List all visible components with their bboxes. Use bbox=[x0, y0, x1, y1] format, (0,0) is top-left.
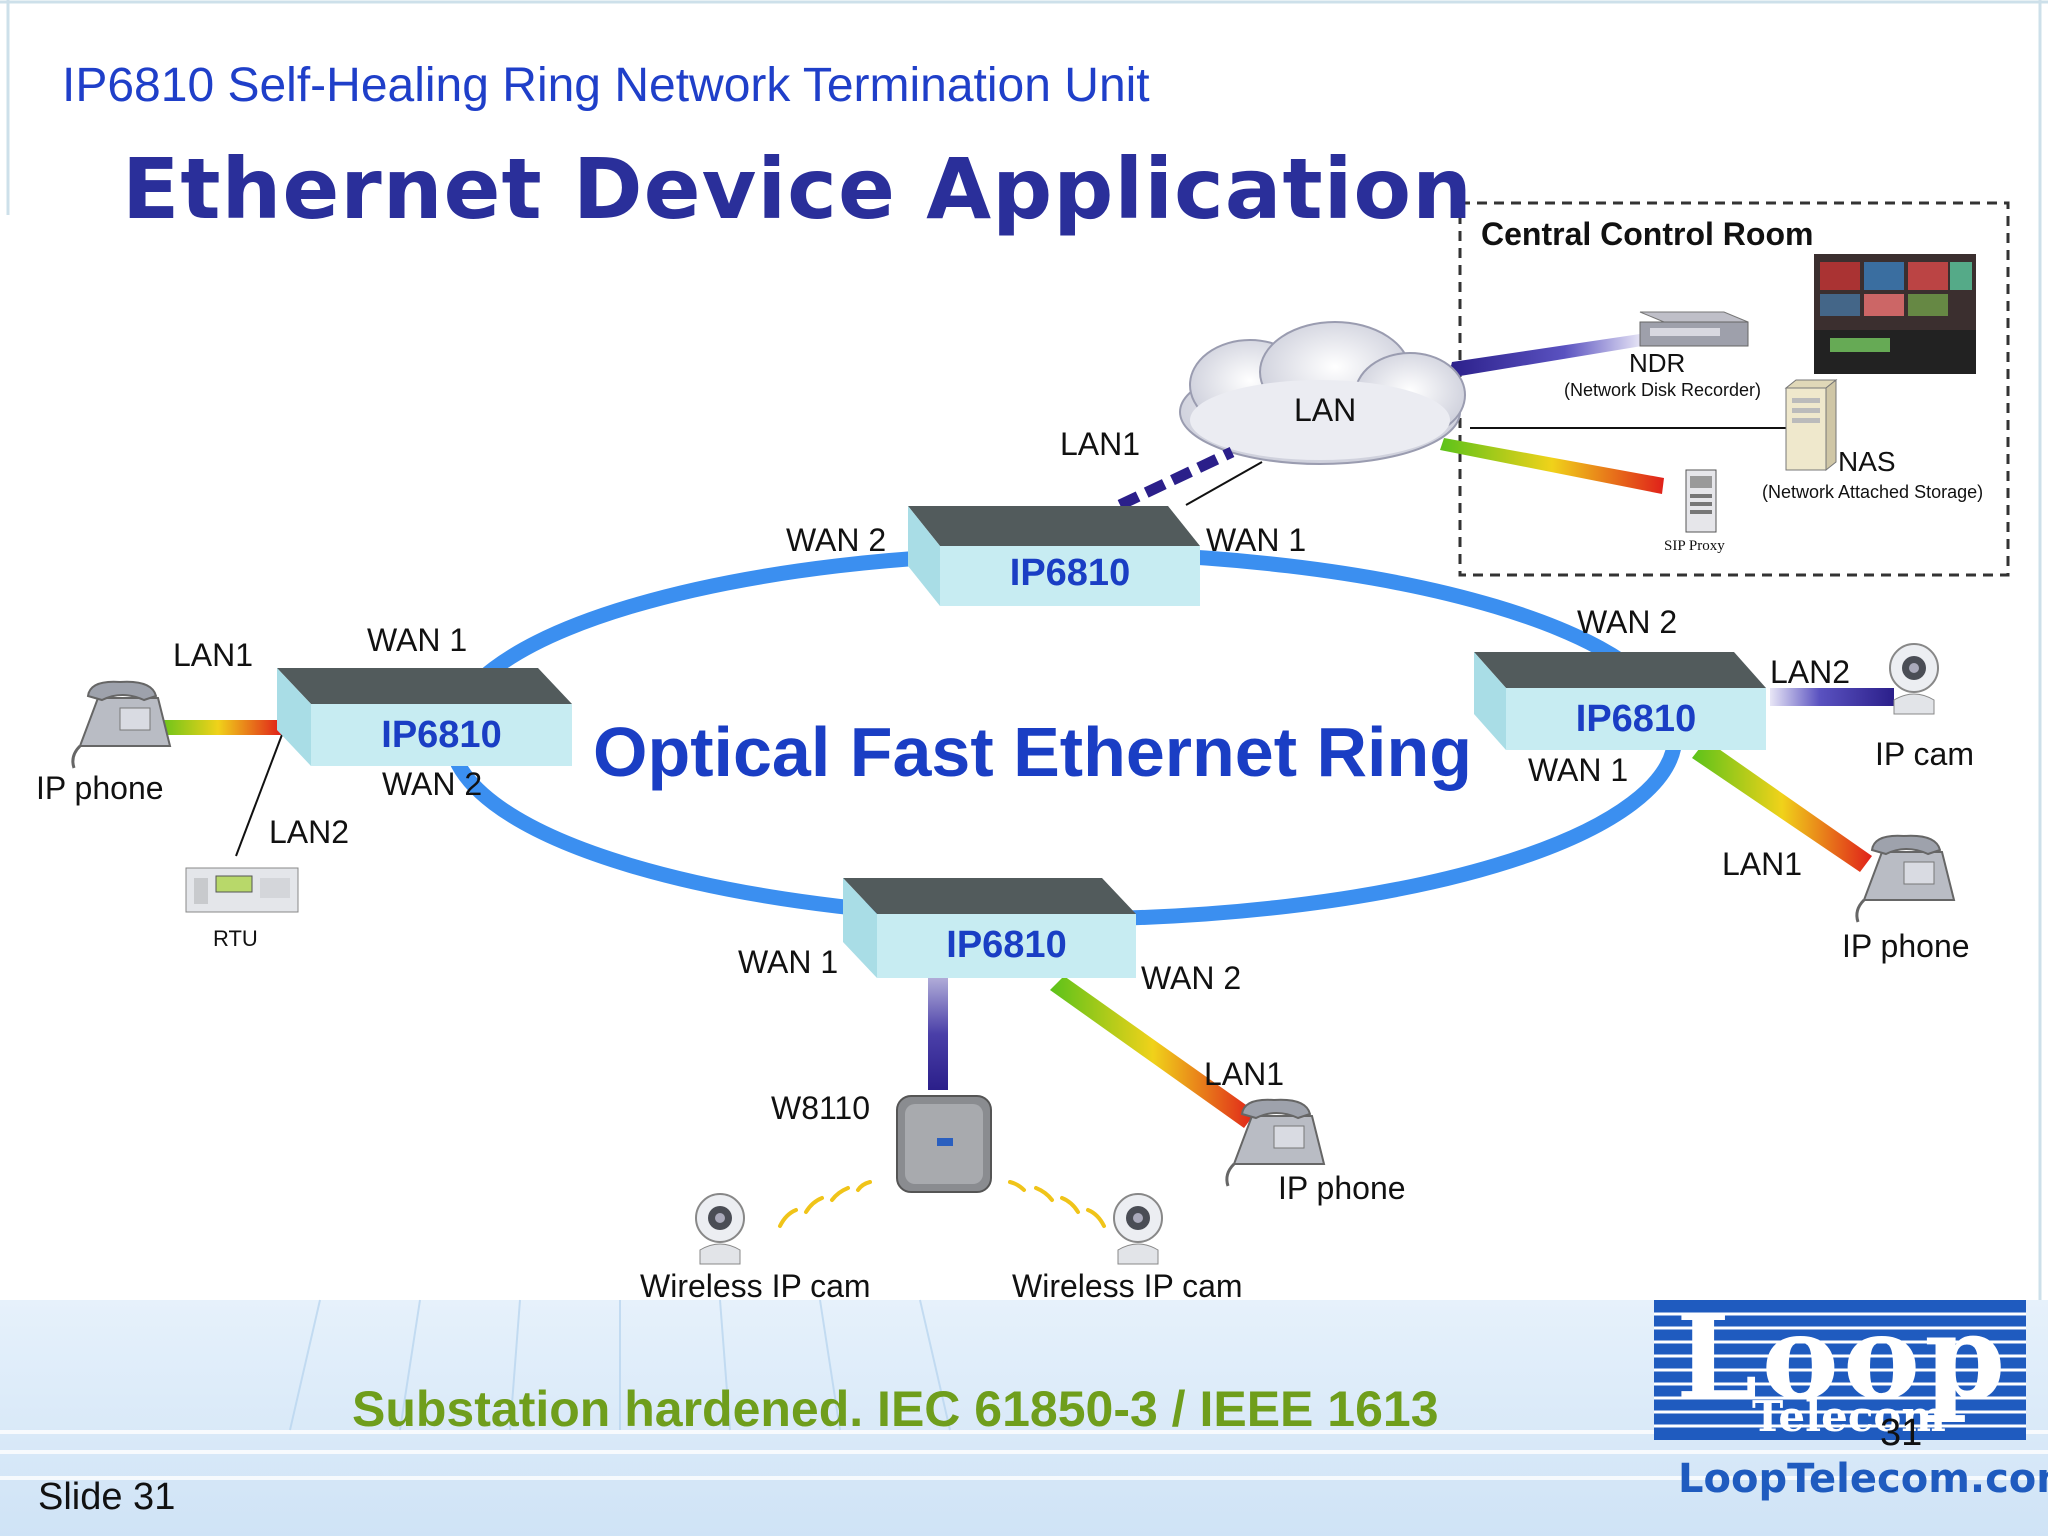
right-device-name: IP6810 bbox=[1575, 698, 1697, 740]
right-ip-cam-label: IP cam bbox=[1875, 736, 1974, 772]
cloud-link-thin bbox=[1185, 461, 1263, 506]
ring-label: Optical Fast Ethernet Ring bbox=[593, 713, 1472, 791]
nas-label: NAS bbox=[1838, 446, 1896, 477]
left-lan2-link bbox=[235, 731, 284, 857]
sip-proxy-icon bbox=[1685, 469, 1717, 533]
slide-number: Slide 31 bbox=[38, 1476, 176, 1518]
right-wan-bottom-label: WAN 1 bbox=[1528, 752, 1629, 788]
top-wan-right-label: WAN 1 bbox=[1206, 522, 1307, 558]
logo-url[interactable]: LoopTelecom.com bbox=[1678, 1456, 2048, 1502]
page-number: 31 bbox=[1880, 1412, 1923, 1454]
right-ip-phone-label: IP phone bbox=[1842, 928, 1970, 964]
rtu-icon bbox=[185, 867, 299, 913]
rtu-label: RTU bbox=[213, 926, 258, 951]
ip-cam-icon bbox=[1889, 643, 1939, 715]
top-lan1-link bbox=[1117, 447, 1235, 510]
left-lan1-label: LAN1 bbox=[173, 637, 254, 673]
lan-cloud-icon bbox=[1179, 321, 1466, 465]
top-device-name: IP6810 bbox=[1009, 552, 1131, 594]
wireless-signal-icon bbox=[778, 1180, 1106, 1228]
left-ip-phone-label: IP phone bbox=[36, 770, 164, 806]
control-room-title: Central Control Room bbox=[1481, 216, 1814, 252]
right-lan1-link bbox=[1692, 740, 1872, 872]
ndr-link bbox=[1448, 334, 1642, 378]
left-lan2-label: LAN2 bbox=[269, 814, 350, 850]
right-wan-top-label: WAN 2 bbox=[1577, 604, 1678, 640]
left-wan-top-label: WAN 1 bbox=[367, 622, 468, 658]
substation-hardened-text: Substation hardened. IEC 61850-3 / IEEE … bbox=[352, 1381, 1439, 1437]
bottom-wan-left-label: WAN 1 bbox=[738, 944, 839, 980]
bottom-ap-link bbox=[928, 978, 948, 1090]
right-lan1-label: LAN1 bbox=[1722, 846, 1803, 882]
sip-proxy-label: SIP Proxy bbox=[1664, 538, 1725, 554]
access-point-icon bbox=[896, 1095, 992, 1193]
wireless-cam-1-label: Wireless IP cam bbox=[640, 1268, 871, 1304]
bottom-lan1-label: LAN1 bbox=[1204, 1056, 1285, 1092]
control-room-photo bbox=[1814, 254, 1976, 374]
nas-description: (Network Attached Storage) bbox=[1762, 482, 1984, 502]
left-lan1-link bbox=[155, 720, 281, 735]
right-lan2-label: LAN2 bbox=[1770, 654, 1851, 690]
logo-main-text: Loop bbox=[1676, 1290, 2010, 1426]
bottom-wan-right-label: WAN 2 bbox=[1141, 960, 1242, 996]
wireless-cam-2-label: Wireless IP cam bbox=[1012, 1268, 1243, 1304]
bottom-ip-phone-label: IP phone bbox=[1278, 1170, 1406, 1206]
ndr-description: (Network Disk Recorder) bbox=[1564, 380, 1762, 400]
access-point-label: W8110 bbox=[771, 1090, 871, 1126]
top-wan-left-label: WAN 2 bbox=[786, 522, 887, 558]
ip6810-left bbox=[277, 668, 572, 766]
left-wan-bottom-label: WAN 2 bbox=[382, 766, 483, 802]
ndr-icon bbox=[1639, 311, 1749, 347]
ip-phone-icon bbox=[1225, 1098, 1326, 1187]
ip6810-right bbox=[1474, 652, 1766, 750]
left-device-name: IP6810 bbox=[381, 714, 502, 756]
right-lan2-link bbox=[1770, 688, 1894, 706]
bottom-lan1-link bbox=[1050, 976, 1256, 1128]
nas-icon bbox=[1784, 378, 1838, 472]
slide-title: Ethernet Device Application bbox=[122, 140, 1473, 238]
sip-link bbox=[1440, 438, 1664, 494]
bottom-device-name: IP6810 bbox=[946, 924, 1067, 966]
logo-sub-text: Telecom bbox=[1752, 1392, 1946, 1441]
slide-subtitle: IP6810 Self-Healing Ring Network Termina… bbox=[62, 59, 1150, 112]
ip-phone-icon bbox=[1855, 834, 1956, 923]
wireless-cam-icon bbox=[1113, 1193, 1163, 1265]
ip6810-bottom bbox=[843, 878, 1136, 978]
loop-telecom-logo bbox=[1654, 1300, 2026, 1440]
ip-phone-icon bbox=[71, 680, 172, 769]
wireless-cam-icon bbox=[695, 1193, 745, 1265]
top-lan1-label: LAN1 bbox=[1060, 426, 1141, 462]
ndr-label: NDR bbox=[1629, 348, 1686, 378]
lan-cloud-label: LAN bbox=[1294, 392, 1357, 428]
ip6810-top bbox=[908, 506, 1200, 606]
